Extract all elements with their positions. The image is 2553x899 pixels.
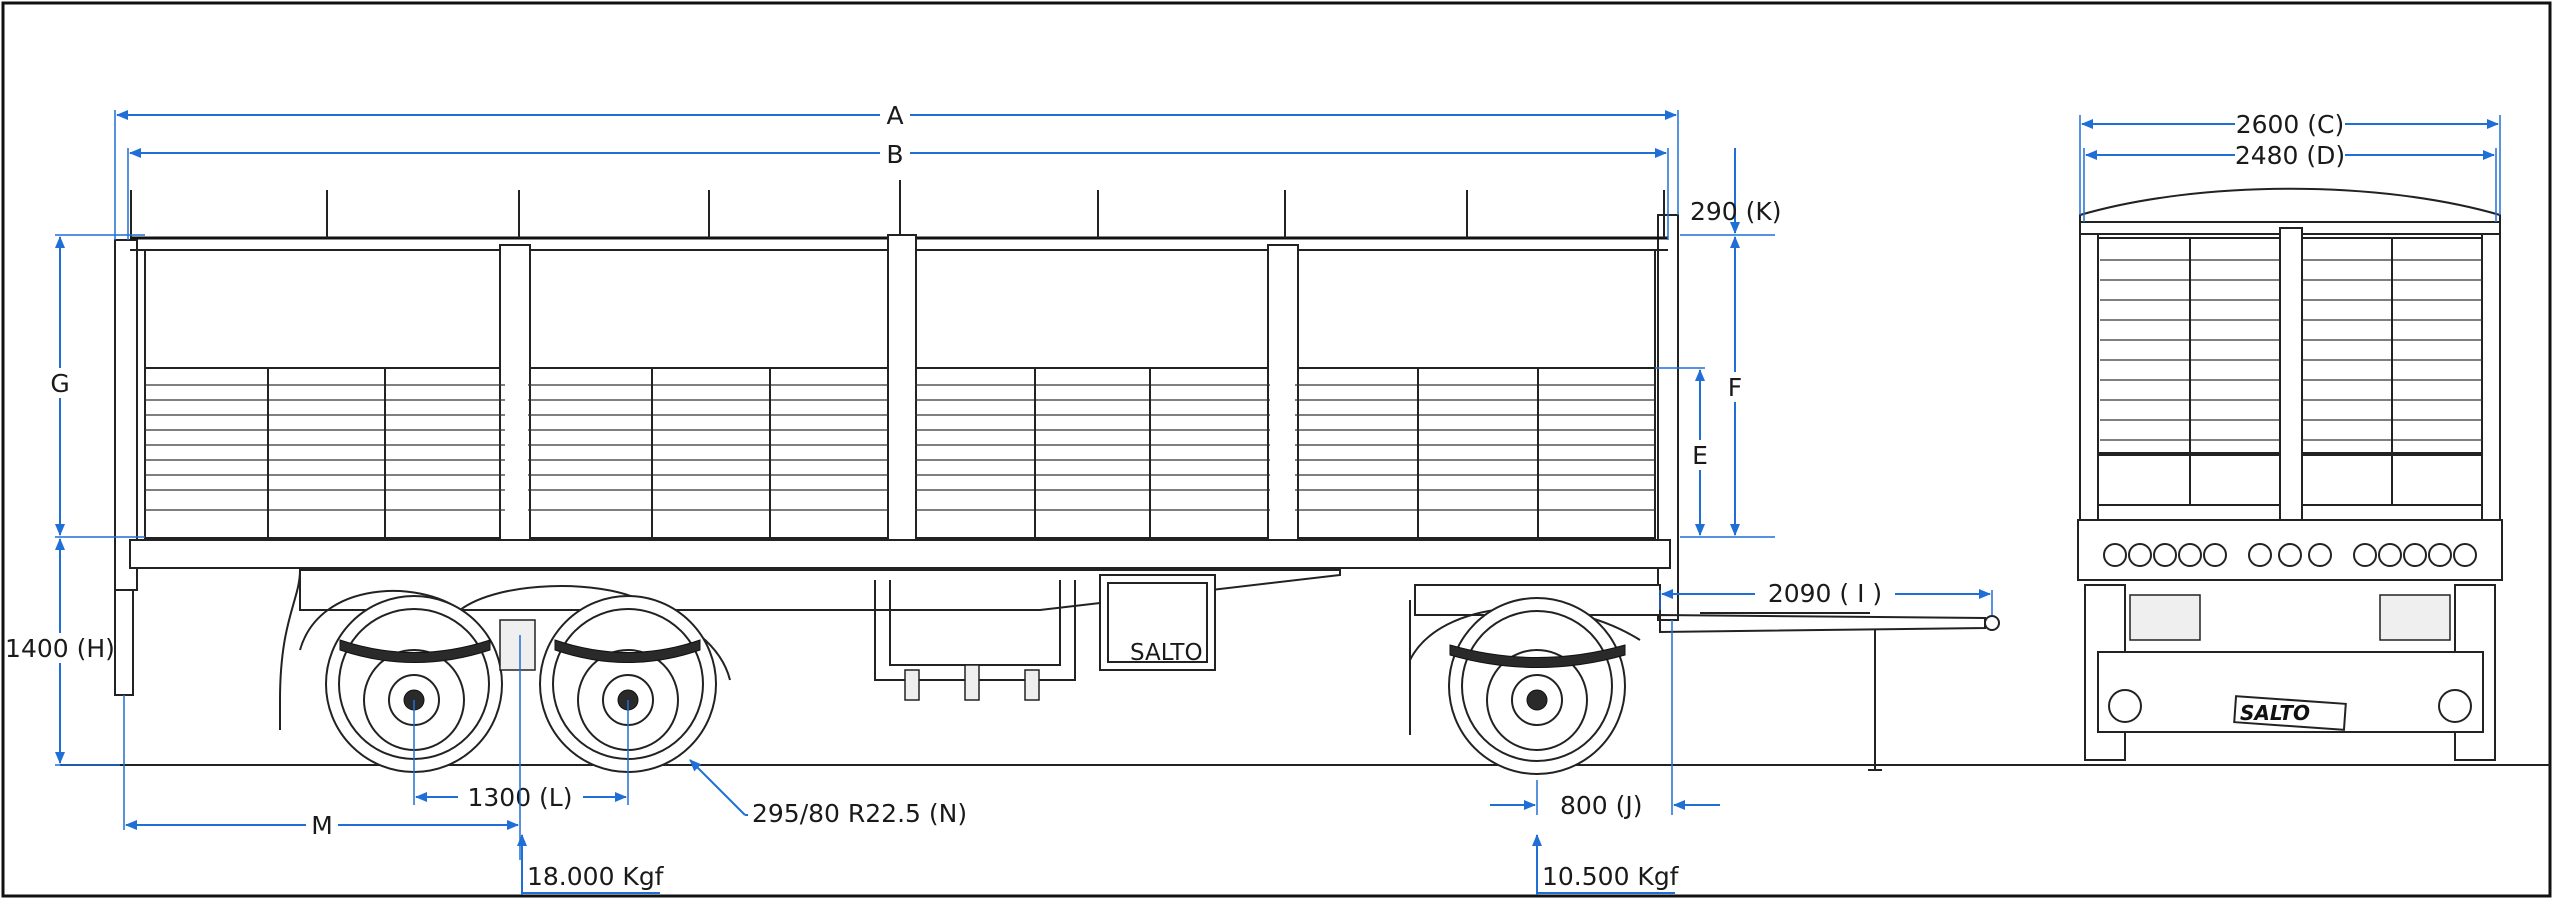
toolbox-logo: SALTO bbox=[1130, 640, 1203, 666]
rear-wheels bbox=[325, 595, 717, 773]
toolbox: SALTO bbox=[1099, 574, 1216, 671]
dim-g-label: G bbox=[50, 369, 69, 398]
dim-m-label: M bbox=[311, 811, 333, 840]
rear-bumper bbox=[2077, 519, 2503, 581]
dim-a-label: A bbox=[886, 101, 903, 130]
dimension-lines: A B G 1400 (H) 290 (K) F E bbox=[5, 101, 2501, 895]
dim-i-label: 2090 ( I ) bbox=[1768, 579, 1882, 608]
rear-plate-logo: SALTO bbox=[2240, 701, 2310, 725]
floor-beam bbox=[129, 539, 1671, 569]
load-front-axle: 10.500 Kgf bbox=[1542, 862, 1680, 891]
rear-view: SALTO bbox=[2045, 187, 2550, 766]
side-panels bbox=[144, 234, 1656, 571]
top-stakes bbox=[130, 180, 1665, 238]
load-rear-axles: 18.000 Kgf bbox=[527, 862, 665, 891]
dim-c-label: 2600 (C) bbox=[2236, 110, 2345, 139]
dim-j-label: 800 (J) bbox=[1560, 791, 1643, 820]
underride-plate bbox=[2097, 651, 2484, 733]
drawbar bbox=[1659, 612, 2000, 771]
side-view: SALTO bbox=[60, 180, 2045, 775]
rear-leaf-springs bbox=[339, 619, 701, 671]
dim-h-label: 1400 (H) bbox=[5, 634, 115, 663]
dim-k-label: 290 (K) bbox=[1690, 197, 1782, 226]
dim-b-label: B bbox=[886, 140, 903, 169]
front-wheel bbox=[1448, 597, 1626, 775]
tail-lights bbox=[2103, 543, 2477, 567]
rear-bumper-leg bbox=[114, 589, 134, 696]
dim-n-label: 295/80 R22.5 (N) bbox=[752, 799, 967, 828]
dim-d-label: 2480 (D) bbox=[2235, 141, 2345, 170]
dim-f-label: F bbox=[1728, 373, 1742, 402]
dim-e-label: E bbox=[1692, 441, 1708, 470]
